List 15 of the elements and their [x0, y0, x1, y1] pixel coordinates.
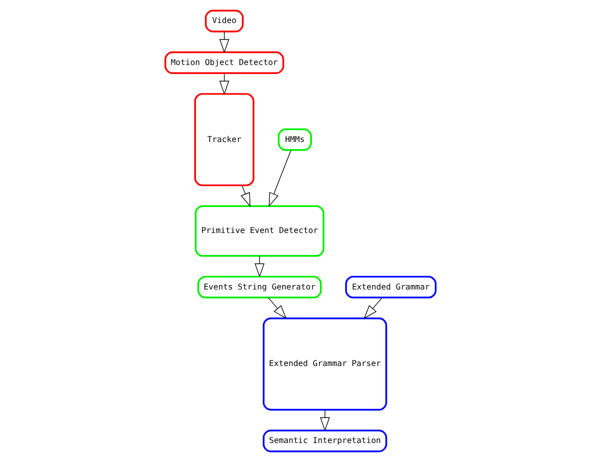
node-box: Events String Generator: [197, 276, 322, 298]
node-box: Video: [204, 10, 244, 32]
arrow: [240, 184, 250, 207]
node-box: HMMs: [278, 128, 312, 151]
arrow: [320, 409, 330, 432]
node-box: Extended Grammar Parser: [262, 317, 388, 411]
node-box: Semantic Interpretation: [262, 430, 388, 452]
arrow: [268, 150, 292, 207]
arrow: [268, 297, 287, 320]
node-box: Motion Object Detector: [164, 51, 284, 74]
arrow: [364, 297, 383, 319]
node-box: Tracker: [194, 93, 254, 186]
arrow: [254, 256, 265, 278]
node-box: Primitive Event Detector: [194, 205, 324, 257]
node-box: Extended Grammar: [345, 276, 437, 298]
